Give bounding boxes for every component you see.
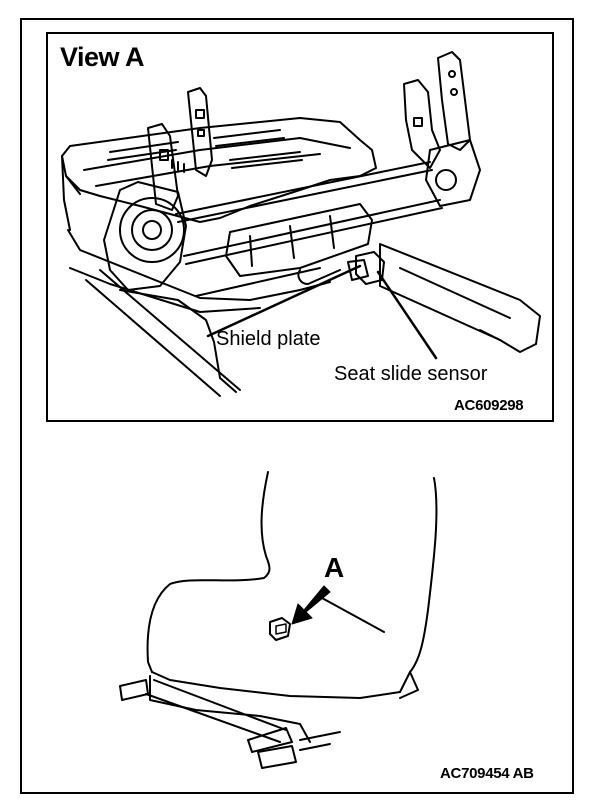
overview-sensor-block	[269, 617, 291, 641]
shield-plate-label: Shield plate	[216, 328, 321, 350]
lower-frame	[119, 289, 237, 393]
right-side-member	[403, 79, 441, 169]
rail-end	[247, 727, 293, 753]
seat-back-right	[409, 477, 438, 673]
cross-rod-2	[183, 199, 443, 265]
recliner-gear-mid	[131, 209, 173, 251]
rear-pivot-bolt	[435, 169, 457, 191]
detail-figure-code: AC609298	[454, 397, 524, 414]
sensor-wire	[297, 269, 341, 285]
front-bracket-slots	[171, 159, 185, 173]
front-bracket-hole	[159, 149, 169, 161]
overview-sensor-face	[275, 623, 287, 635]
seat-frame-outline	[61, 117, 377, 223]
groove-1	[107, 141, 179, 161]
bracket-hole-2	[197, 129, 205, 137]
frame-inner-edge	[83, 137, 351, 171]
view-title: View A	[60, 42, 145, 72]
side-member-hole	[413, 117, 423, 127]
recliner-housing	[103, 181, 187, 291]
left-bracket	[187, 87, 213, 177]
rear-foot	[257, 745, 297, 769]
front-rail-foot	[119, 679, 149, 701]
rail-detail	[399, 267, 511, 341]
seat-slide-sensor-label: Seat slide sensor	[334, 363, 488, 385]
sensor-leader	[376, 270, 438, 360]
seat-cushion-bottom	[151, 671, 411, 699]
recliner-gear-hub	[142, 220, 162, 240]
detail-view-frame	[46, 32, 554, 422]
shield-plate-body	[347, 259, 369, 281]
rear-feet-2	[299, 731, 341, 751]
right-bracket-hole-2	[450, 88, 458, 96]
left-rail	[67, 229, 331, 301]
rail-bar-2	[145, 693, 281, 743]
view-marker: A	[324, 552, 345, 583]
groove-3	[229, 151, 303, 169]
recliner-gear-outer	[119, 197, 185, 263]
center-panel	[225, 203, 373, 277]
right-bracket-hole-1	[448, 70, 456, 78]
groove-2	[213, 129, 285, 147]
left-rail-bottom	[69, 267, 261, 313]
rail-bar-1	[153, 679, 287, 731]
seat-back-outline	[146, 471, 271, 673]
frame-left-edge	[61, 155, 81, 231]
floor-diagonal-2	[85, 279, 221, 397]
rear-pivot	[425, 139, 481, 207]
overview-figure-code: AC709454 AB	[440, 765, 534, 782]
shield-plate-leader	[206, 264, 362, 338]
view-arrow	[291, 585, 331, 625]
lower-rail	[379, 243, 541, 353]
cross-rod-1	[175, 161, 433, 223]
right-bracket	[437, 51, 471, 151]
center-panel-ribs	[249, 215, 335, 267]
seat-side-line	[321, 597, 385, 633]
bracket-hole-1	[195, 109, 205, 119]
outer-border	[20, 18, 574, 794]
